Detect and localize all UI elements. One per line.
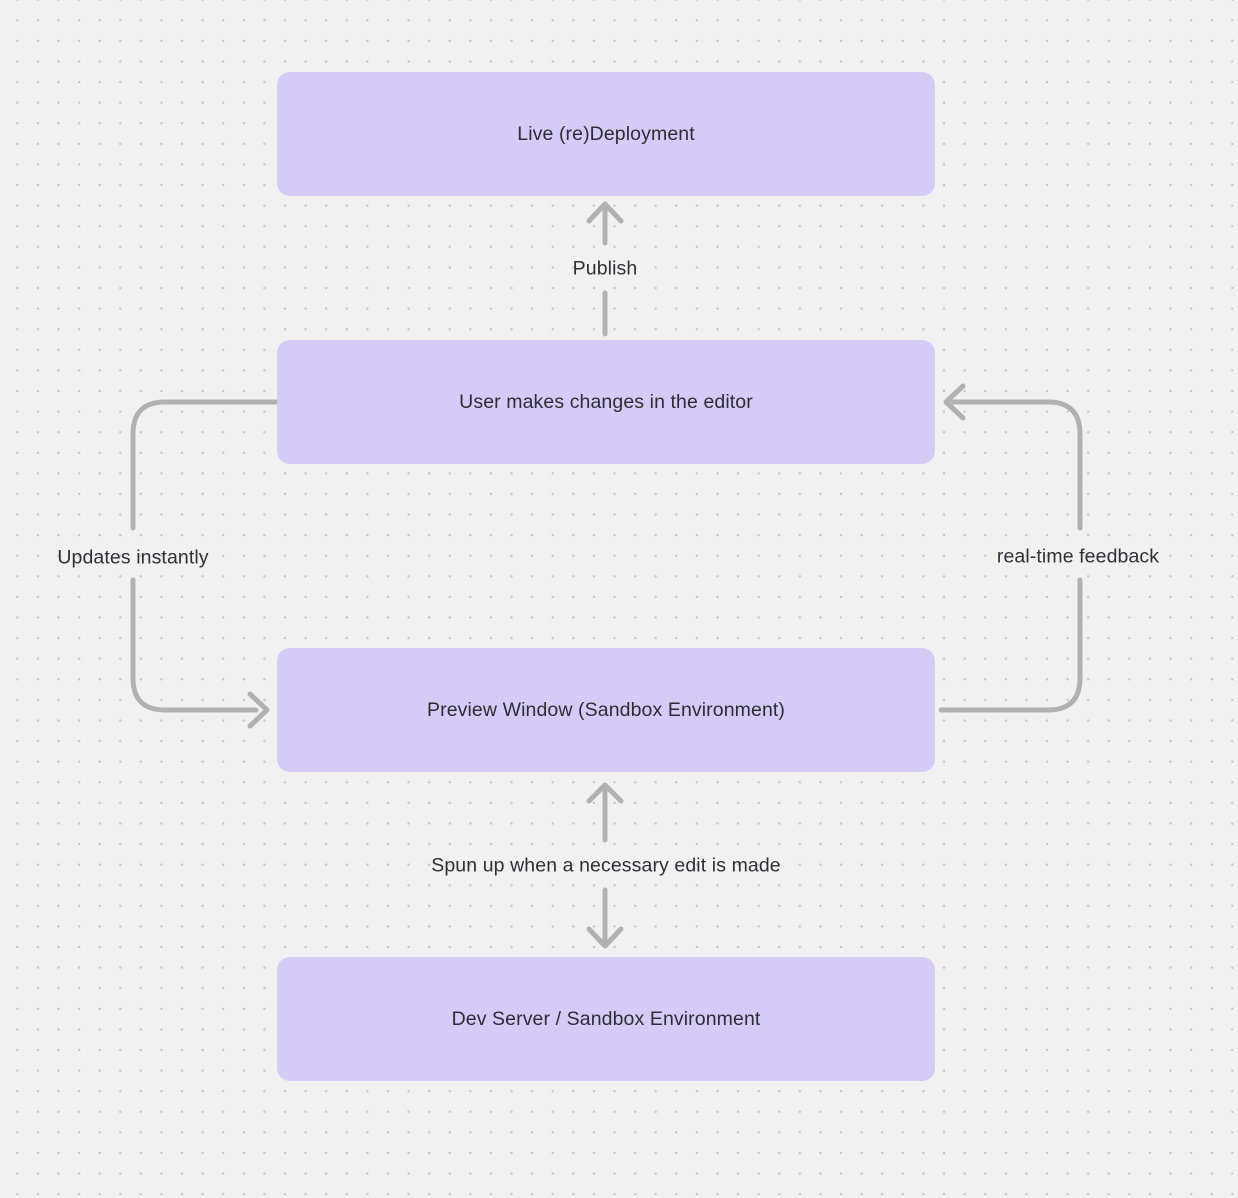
node-label: Dev Server / Sandbox Environment	[451, 1007, 761, 1030]
node-user-editor: User makes changes in the editor	[277, 340, 935, 464]
node-label: Live (re)Deployment	[517, 122, 695, 145]
node-label: Preview Window (Sandbox Environment)	[427, 698, 785, 721]
node-preview-window: Preview Window (Sandbox Environment)	[277, 648, 935, 772]
arrowhead-up-icon	[586, 782, 624, 804]
edge-label-updates-instantly: Updates instantly	[57, 546, 209, 569]
node-label: User makes changes in the editor	[459, 390, 753, 413]
edge-label-publish: Publish	[572, 257, 638, 280]
edge-label-realtime-feedback: real-time feedback	[996, 545, 1160, 568]
arrowhead-down-icon	[586, 926, 624, 949]
node-dev-server: Dev Server / Sandbox Environment	[277, 957, 935, 1081]
arrowhead-right-icon	[247, 691, 270, 729]
edge-label-spun-up: Spun up when a necessary edit is made	[431, 854, 781, 877]
arrowhead-left-icon	[943, 383, 966, 421]
node-live-redeployment: Live (re)Deployment	[277, 72, 935, 196]
arrowhead-up-icon	[586, 201, 624, 224]
